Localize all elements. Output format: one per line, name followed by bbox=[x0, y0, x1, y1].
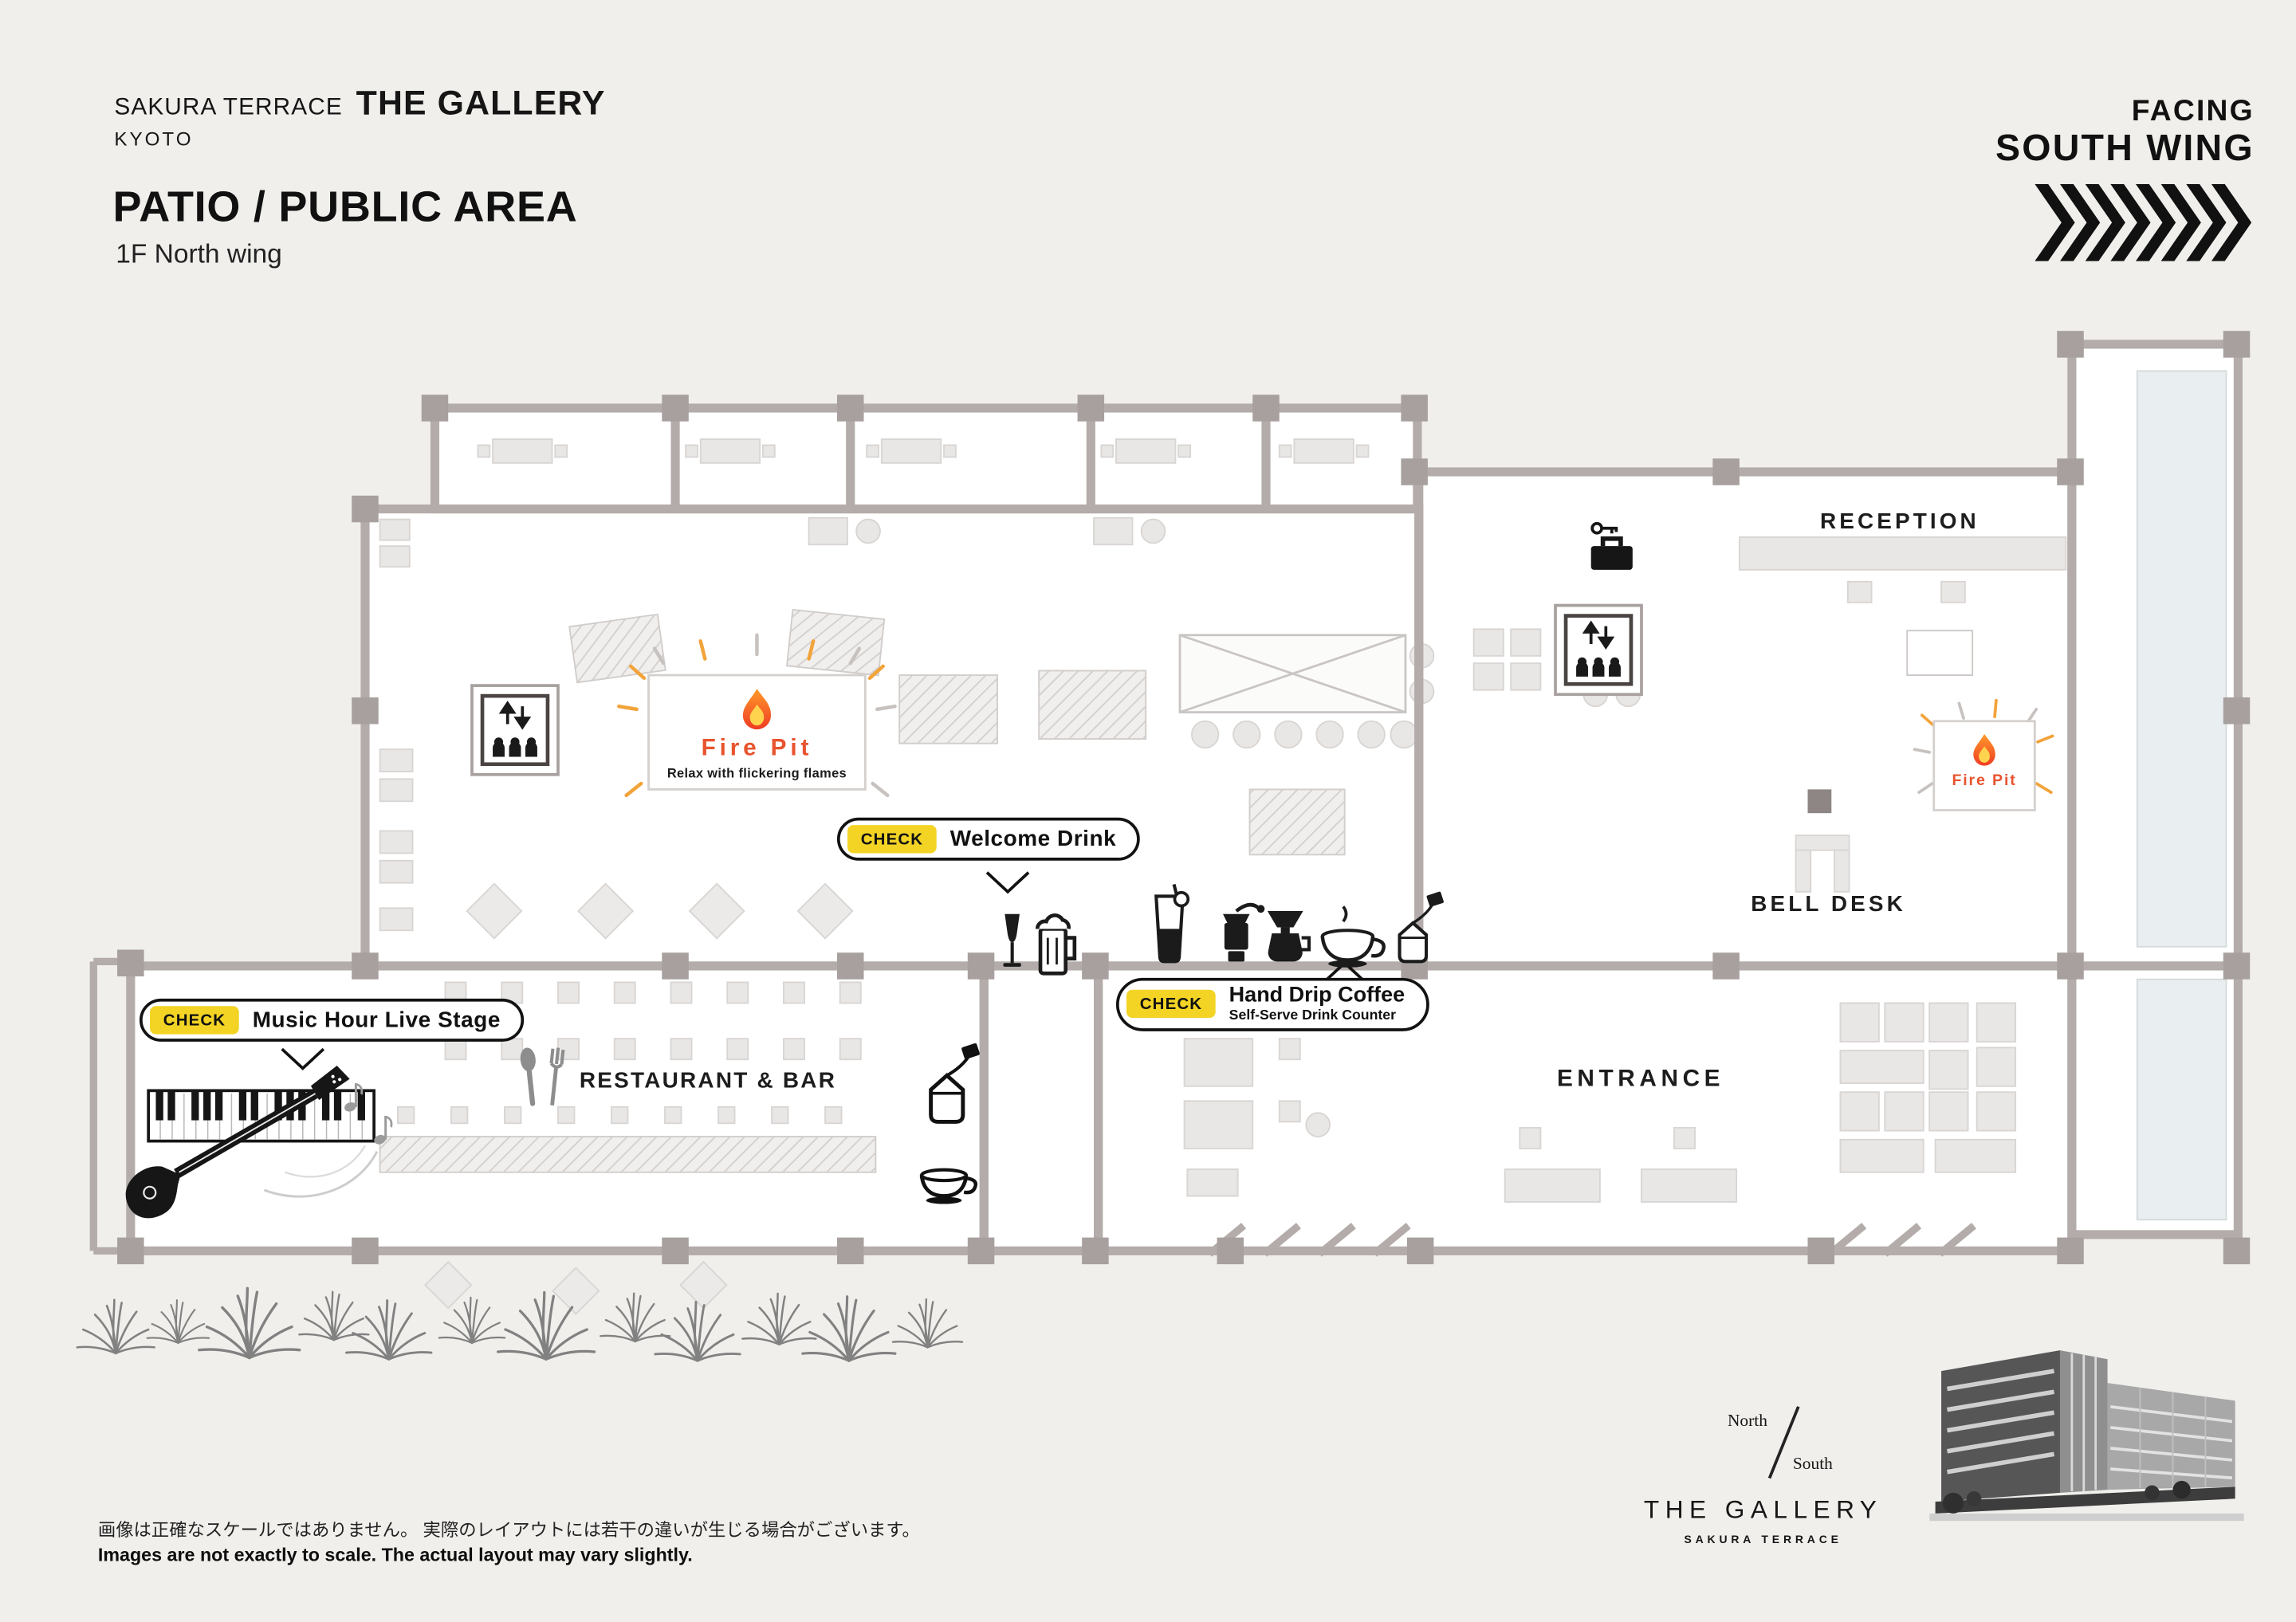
facing-line1: FACING bbox=[2131, 95, 2255, 128]
tea-bag-icon bbox=[1398, 891, 1444, 964]
fire-pit-main-sign bbox=[617, 633, 897, 798]
facing-south-wing: FACING SOUTH WING bbox=[1995, 95, 2255, 261]
brand-city: KYOTO bbox=[114, 128, 194, 151]
callout-hand-drip-sub: Self-Serve Drink Counter bbox=[1229, 1007, 1397, 1023]
label-restaurant: RESTAURANT & BAR bbox=[579, 1068, 837, 1094]
callout-music-stage-label: Music Hour Live Stage bbox=[252, 1007, 501, 1033]
callout-welcome-drink-label: Welcome Drink bbox=[949, 826, 1117, 852]
logo-north: North bbox=[1727, 1412, 1767, 1431]
page-subtitle: 1F North wing bbox=[116, 238, 282, 269]
label-entrance: ENTRANCE bbox=[1556, 1066, 1725, 1093]
logo-subname: SAKURA TERRACE bbox=[1684, 1533, 1842, 1546]
columns bbox=[117, 331, 2251, 1265]
facing-line2: SOUTH WING bbox=[1995, 128, 2255, 170]
coffee-dripper-icon bbox=[1267, 911, 1311, 962]
elevator-icon bbox=[472, 685, 558, 775]
check-badge: CHECK bbox=[847, 825, 937, 854]
logo-name: THE GALLERY bbox=[1643, 1495, 1883, 1524]
furniture-layer bbox=[379, 438, 2067, 1315]
brand-large: THE GALLERY bbox=[356, 83, 606, 122]
facing-arrows-icon bbox=[2035, 183, 2252, 261]
iced-tea-icon bbox=[1154, 884, 1190, 964]
music-stage-icons bbox=[125, 1066, 393, 1219]
disclaimer-japanese: 画像は正確なスケールではありません。 実際のレイアウトには若干の違いが生じる場合… bbox=[97, 1519, 920, 1541]
north-south-logo: North South THE GALLERY SAKURA TERRACE bbox=[1644, 1404, 1882, 1567]
coffee-grinder-icon bbox=[1223, 902, 1265, 962]
brand-header: SAKURA TERRACE THE GALLERY KYOTO bbox=[114, 83, 605, 150]
label-reception: RECEPTION bbox=[1820, 509, 1980, 535]
plants-icon bbox=[76, 1286, 964, 1362]
logo-south: South bbox=[1792, 1455, 1833, 1474]
callout-music-stage: CHECK Music Hour Live Stage bbox=[139, 998, 525, 1042]
check-badge: CHECK bbox=[1126, 990, 1216, 1019]
champagne-icon bbox=[1003, 913, 1021, 967]
brand-small: SAKURA TERRACE bbox=[114, 95, 343, 120]
guitar-icon bbox=[125, 1066, 350, 1219]
piano-keyboard-icon bbox=[147, 1089, 375, 1143]
fire-rays bbox=[617, 633, 897, 798]
beer-icon bbox=[1035, 913, 1077, 976]
cutlery-icon bbox=[520, 1047, 565, 1106]
fire-pit-title: Fire Pit bbox=[701, 736, 813, 762]
label-bell-desk: BELL DESK bbox=[1751, 891, 1906, 917]
coffee-cup-icon bbox=[1320, 905, 1386, 968]
key-luggage-icon bbox=[1590, 521, 1633, 570]
callout-hand-drip-coffee: CHECK Hand Drip Coffee Self-Serve Drink … bbox=[1115, 977, 1429, 1031]
callout-welcome-drink: CHECK Welcome Drink bbox=[836, 817, 1140, 861]
check-badge: CHECK bbox=[150, 1006, 239, 1035]
fire-pit-caption: Relax with flickering flames bbox=[666, 764, 847, 780]
drink-icons bbox=[1003, 884, 1444, 976]
callout-hand-drip-title: Hand Drip Coffee bbox=[1229, 984, 1406, 1008]
fire-pit-main-label: Fire Pit Relax with flickering flames bbox=[649, 736, 866, 780]
elevator-icon bbox=[1555, 606, 1641, 695]
disclaimer-english: Images are not exactly to scale. The act… bbox=[97, 1544, 693, 1566]
fire-pit-title: Fire Pit bbox=[1952, 772, 2017, 790]
door-marks bbox=[1207, 1223, 1976, 1257]
fire-pit-small-label: Fire Pit bbox=[1934, 772, 2035, 790]
fire-pit-small-sign bbox=[1913, 698, 2054, 811]
building-photo bbox=[1929, 1350, 2244, 1522]
tea-cup-icon bbox=[919, 1043, 980, 1204]
page-title: PATIO / PUBLIC AREA bbox=[112, 183, 578, 232]
